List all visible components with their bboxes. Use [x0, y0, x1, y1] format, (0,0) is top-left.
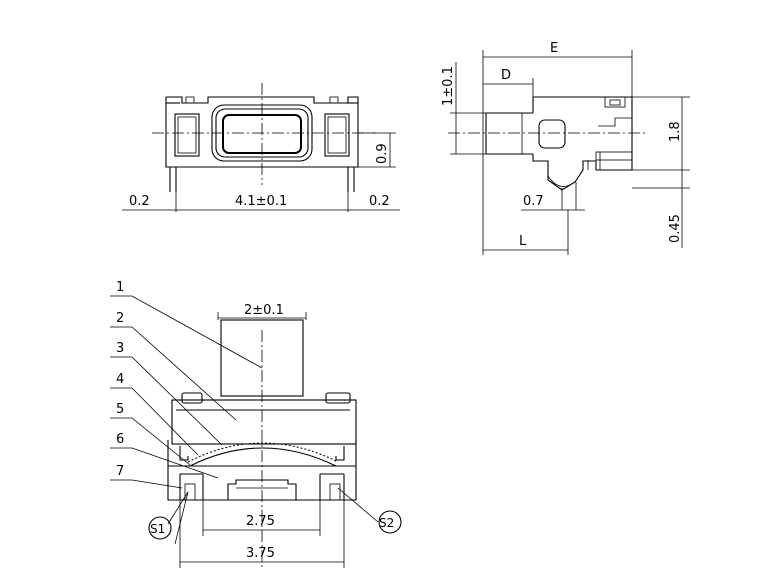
callout-5: 5 — [116, 402, 124, 417]
callout-4: 4 — [116, 372, 124, 387]
label-s1: S1 — [150, 522, 165, 536]
dim-0-9: 0.9 — [375, 143, 390, 164]
dim-width-4-1: 4.1±0.1 — [235, 194, 287, 209]
callout-6: 6 — [116, 432, 124, 447]
dim-1: 1±0.1 — [441, 66, 456, 106]
callout-3: 3 — [116, 341, 124, 356]
dim-0-45: 0.45 — [668, 214, 683, 243]
callout-1: 1 — [116, 280, 124, 295]
dim-2-75: 2.75 — [246, 514, 275, 529]
side-view: E D 1±0.1 1.8 0.45 — [441, 41, 690, 255]
dim-right-0-2: 0.2 — [369, 194, 390, 209]
dim-0-7: 0.7 — [523, 194, 544, 209]
dim-3-75: 3.75 — [246, 546, 275, 561]
dim-E: E — [550, 41, 558, 56]
callout-2: 2 — [116, 311, 124, 326]
dim-L: L — [519, 234, 527, 249]
section-view: 2±0.1 1 2 3 4 — [110, 280, 402, 570]
label-s2: S2 — [379, 516, 394, 530]
dim-actuator: 2±0.1 — [244, 303, 284, 318]
dim-1-8: 1.8 — [668, 121, 683, 142]
callout-7: 7 — [116, 464, 124, 479]
top-view: 0.9 0.2 4.1±0.1 0.2 — [122, 83, 400, 212]
dim-D: D — [501, 68, 511, 83]
dim-left-0-2: 0.2 — [129, 194, 150, 209]
